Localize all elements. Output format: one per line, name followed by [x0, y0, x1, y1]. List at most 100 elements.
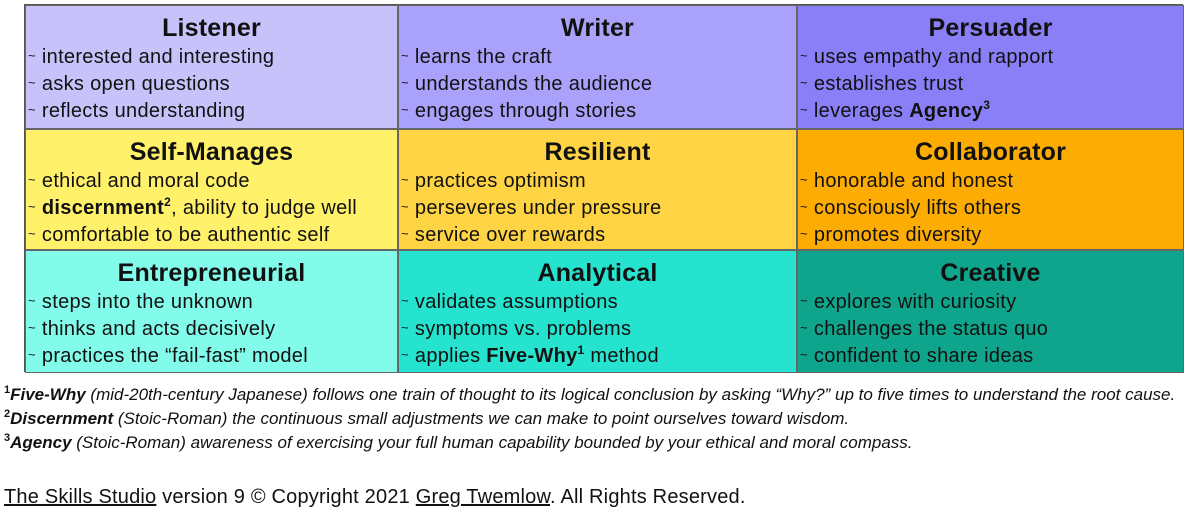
footnote-ref: 1	[577, 343, 585, 357]
skill-cell-collaborator: Collaborator ~ honorable and honest~consci…	[797, 129, 1184, 250]
skill-item-text: learns the craft	[414, 46, 552, 68]
skill-item: ~discernment2, ability to judge well	[26, 194, 397, 221]
footnote-3: 3Agency (Stoic-Roman) awareness of exerc…	[4, 431, 1194, 455]
skill-item: ~ steps into the unknown	[26, 288, 397, 315]
skill-item-text: establishes trust	[813, 73, 964, 95]
skill-cell-writer: Writer ~ learns the craft ~ understands the …	[398, 5, 797, 129]
skill-item: ~ symptoms vs. problems	[399, 315, 796, 342]
skill-item: ~ reflects understanding	[26, 97, 397, 124]
skill-item: ~applies Five-Why1 method	[399, 342, 796, 369]
tilde-bullet: ~	[800, 102, 808, 117]
footnote-term: Discernment	[10, 409, 114, 428]
tilde-bullet: ~	[800, 75, 808, 90]
skill-item-text: practices the “fail-fast” model	[41, 345, 308, 367]
author-link[interactable]: Greg Twemlow	[415, 486, 551, 508]
tilde-bullet: ~	[401, 75, 409, 90]
tilde-bullet: ~	[800, 293, 808, 308]
skill-cell-analytical: Analytical~validates assumptions~symptom…	[398, 250, 797, 373]
skill-item-text: engages through stories	[414, 100, 637, 122]
skill-item-text: understands the audience	[414, 73, 653, 95]
skill-item-text: confident to share ideas	[813, 345, 1034, 367]
footnotes: 1Five-Why (mid-20th-century Japanese) fo…	[4, 383, 1194, 455]
footnote-text: (mid-20th-century Japanese) follows one …	[85, 385, 1176, 404]
footnote-number: 1	[4, 384, 11, 396]
tilde-bullet: ~	[401, 199, 409, 214]
skill-item: ~ thinks and acts decisively	[26, 315, 397, 342]
tilde-bullet: ~	[401, 48, 409, 63]
skill-title: Listener	[162, 14, 261, 42]
tilde-bullet: ~	[401, 226, 409, 241]
skill-item: ~ uses empathy and rapport	[798, 43, 1183, 70]
footnote-ref: 3	[983, 98, 991, 112]
tilde-bullet: ~	[800, 172, 808, 187]
skill-item-pre: applies	[414, 345, 487, 367]
skill-cell-persuader: Persuader ~ uses empathy and rapport ~ estab…	[797, 5, 1184, 129]
skill-item: ~practices the “fail-fast” model	[26, 342, 397, 369]
tilde-bullet: ~	[800, 48, 808, 63]
footnote-number: 3	[4, 432, 11, 444]
skill-item-text: uses empathy and rapport	[813, 46, 1054, 68]
copyright-text: version 9 © Copyright 2021	[156, 486, 416, 508]
footnote-2: 2Discernment (Stoic-Roman) the continuou…	[4, 407, 1194, 431]
skill-item-pre: leverages	[813, 100, 910, 122]
skill-item-text: perseveres under pressure	[414, 197, 662, 219]
footnote-term: Five-Why	[10, 385, 86, 404]
skill-item-text: comfortable to be authentic self	[41, 224, 330, 246]
skill-item-text: symptoms vs. problems	[414, 318, 632, 340]
skill-item-text: promotes diversity	[813, 224, 982, 246]
skill-item: ~ practices optimism	[399, 167, 796, 194]
skill-item: ~asks open questions	[26, 70, 397, 97]
skill-item: ~challenges the status quo	[798, 315, 1183, 342]
skill-item-term: Agency	[909, 100, 984, 122]
skill-item: ~ confident to share ideas	[798, 342, 1183, 369]
tilde-bullet: ~	[401, 293, 409, 308]
skill-cell-resilient: Resilient~practices optimism~perseveres …	[398, 129, 797, 250]
skill-title: Collaborator	[914, 138, 1067, 166]
skill-title: Self-Manages	[129, 138, 294, 166]
skill-item-text: challenges the status quo	[813, 318, 1049, 340]
skill-cell-self-manages: Self-Manages ~ ethical and moral code~disc…	[25, 129, 398, 250]
rights-text: . All Rights Reserved.	[550, 486, 746, 508]
skill-item-term: Five-Why	[486, 345, 578, 367]
skill-item: ~ learns the craft	[399, 43, 796, 70]
tilde-bullet: ~	[28, 226, 36, 241]
skill-cell-entrepreneurial: Entrepreneurial ~ steps into the unknown ~ t…	[25, 250, 398, 373]
footnote-ref: 2	[164, 195, 172, 209]
skill-title: Persuader	[928, 14, 1053, 42]
skill-title: Writer	[561, 14, 634, 42]
skills-grid: Listener~interested and interesting~asks…	[24, 4, 1184, 373]
footnote-text: (Stoic-Roman) awareness of exercising yo…	[71, 433, 913, 452]
footnote-1: 1Five-Why (mid-20th-century Japanese) fo…	[4, 383, 1194, 407]
skill-title: Creative	[940, 259, 1041, 287]
tilde-bullet: ~	[401, 320, 409, 335]
skill-item: ~ comfortable to be authentic self	[26, 221, 397, 248]
skill-item: ~ ethical and moral code	[26, 167, 397, 194]
tilde-bullet: ~	[28, 102, 36, 117]
skill-item: ~promotes diversity	[798, 221, 1183, 248]
tilde-bullet: ~	[28, 172, 36, 187]
skill-item-text: practices optimism	[414, 170, 586, 192]
tilde-bullet: ~	[28, 320, 36, 335]
skill-item-text: thinks and acts decisively	[41, 318, 276, 340]
tilde-bullet: ~	[800, 347, 808, 362]
skill-item-text: asks open questions	[41, 73, 230, 95]
skill-item: ~ leverages Agency3	[798, 97, 1183, 124]
tilde-bullet: ~	[28, 293, 36, 308]
skill-cell-creative: Creative~explores with curiosity~challen…	[797, 250, 1184, 373]
skill-item: ~consciously lifts others	[798, 194, 1183, 221]
skill-item: ~ validates assumptions	[399, 288, 796, 315]
skill-item-text: ethical and moral code	[41, 170, 250, 192]
skill-item-text: reflects understanding	[41, 100, 246, 122]
tilde-bullet: ~	[401, 172, 409, 187]
skill-item-text: honorable and honest	[813, 170, 1014, 192]
skill-item: ~ honorable and honest	[798, 167, 1183, 194]
skill-item: ~explores with curiosity	[798, 288, 1183, 315]
skills-studio-link[interactable]: The Skills Studio	[4, 486, 157, 508]
skill-item: ~ establishes trust	[798, 70, 1183, 97]
skill-item: ~ understands the audience	[399, 70, 796, 97]
skill-item-text: validates assumptions	[414, 291, 618, 313]
skill-item-text: service over rewards	[414, 224, 606, 246]
skill-title: Entrepreneurial	[117, 259, 306, 287]
tilde-bullet: ~	[800, 199, 808, 214]
skill-item-text: steps into the unknown	[41, 291, 254, 313]
